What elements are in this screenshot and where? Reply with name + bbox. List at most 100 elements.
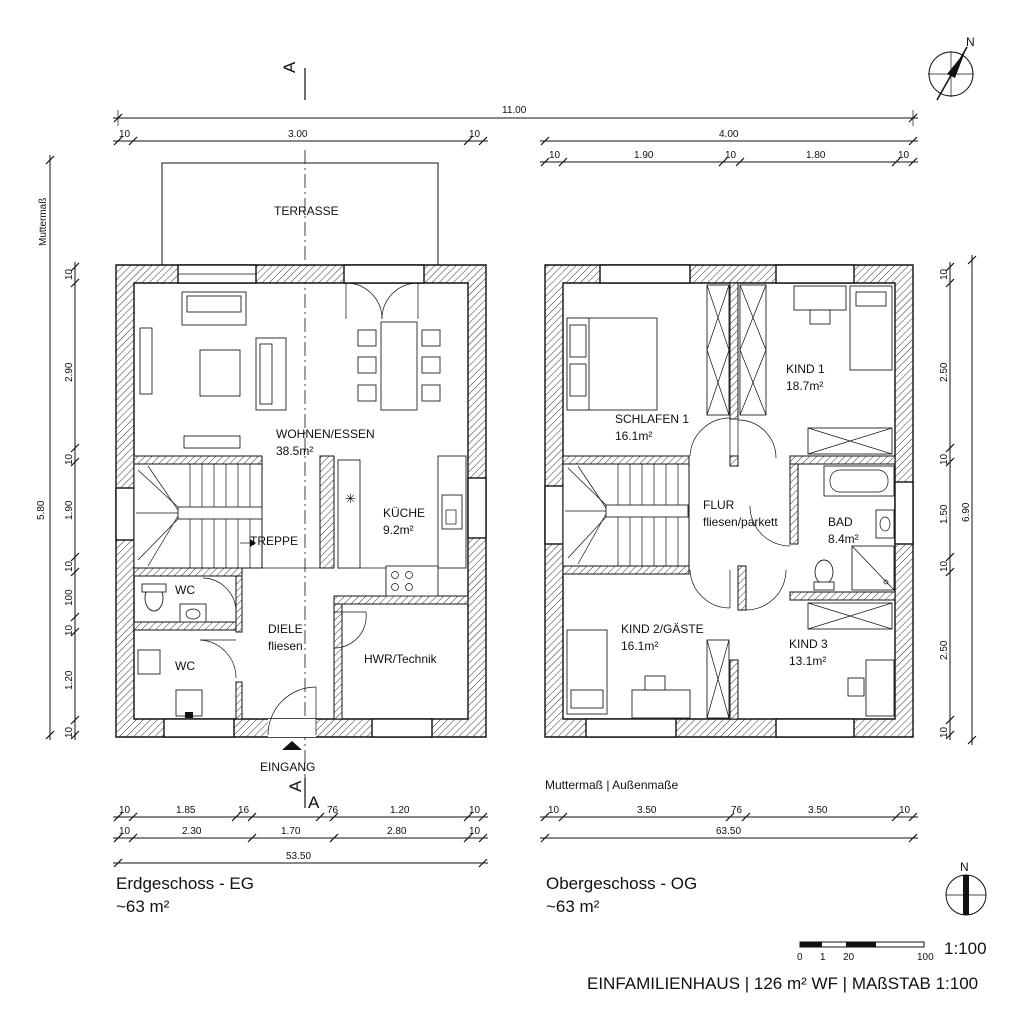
dim-og-right-2: 10 — [939, 453, 950, 465]
eg-left-dimensions: Muttermaß 5.80 10 2.90 10 1.90 10 100 10… — [36, 155, 80, 740]
north-arrow-bottom: N — [945, 860, 987, 916]
scale-tick-3: 100 — [917, 952, 934, 963]
dim-eg-bot2-3: 2.80 — [387, 826, 407, 837]
dim-eg-left-1: 2.90 — [64, 362, 75, 382]
og-room-schlafen-area: 16.1m² — [615, 429, 652, 443]
dim-og-top-total: 4.00 — [719, 129, 739, 140]
eg-room-wohnen-name: WOHNEN/ESSEN — [276, 427, 375, 441]
og-room-bad-area: 8.4m² — [828, 532, 859, 546]
eg-top-dimensions: 11.00 10 3.00 10 — [113, 105, 918, 146]
og-room-kind1-area: 18.7m² — [786, 379, 823, 393]
dim-eg-left-6: 10 — [64, 624, 75, 636]
dim-og-top-1: 1.90 — [634, 150, 654, 161]
og-right-dimensions: 10 2.50 10 1.50 10 2.50 10 6.90 — [939, 255, 977, 745]
north-arrow-top: N — [928, 35, 975, 101]
dim-og-bot1-1: 3.50 — [637, 805, 657, 816]
dim-eg-top-10b: 10 — [469, 129, 481, 140]
eg-room-wohnen-area: 38.5m² — [276, 444, 313, 458]
eg-room-kueche-area: 9.2m² — [383, 523, 414, 537]
entrance-label: EINGANG — [260, 760, 315, 774]
og-room-bad-name: BAD — [828, 515, 853, 529]
label-muttermass-legend: Muttermaß | Außenmaße — [545, 778, 678, 792]
eg-bottom-dimensions: 10 1.85 16 76 1.20 10 10 2.30 1.70 2.80 … — [113, 805, 488, 868]
label-muttermass-vertical: Muttermaß — [38, 198, 49, 246]
og-room-kind3-name: KIND 3 — [789, 637, 828, 651]
dim-eg-left-2: 10 — [64, 453, 75, 465]
og-title: Obergeschoss - OG — [546, 874, 697, 893]
dim-eg-bot2-0: 10 — [119, 826, 131, 837]
og-top-dimensions: 4.00 10 1.90 10 1.80 10 — [540, 129, 918, 167]
og-room-kind3-area: 13.1m² — [789, 654, 826, 668]
scale-tick-0: 0 — [797, 952, 803, 963]
north-letter-top: N — [966, 35, 975, 49]
dim-og-right-0: 10 — [939, 268, 950, 280]
svg-text:✳: ✳ — [345, 491, 356, 506]
dim-og-right-6: 10 — [939, 726, 950, 738]
dim-eg-left-3: 1.90 — [64, 500, 75, 520]
og-area: ~63 m² — [546, 897, 600, 916]
og-room-schlafen-name: SCHLAFEN 1 — [615, 412, 689, 426]
section-mark-top: A — [280, 61, 306, 100]
dim-eg-left-4: 10 — [64, 560, 75, 572]
scale-bar: 0 1 20 100 1:100 — [797, 939, 987, 963]
eg-room-treppe-name: TREPPE — [250, 534, 298, 548]
eg-room-diele-name: DIELE — [268, 622, 303, 636]
dim-eg-left-5: 100 — [64, 589, 75, 606]
dim-og-bot1-3: 3.50 — [808, 805, 828, 816]
og-room-kind2-area: 16.1m² — [621, 639, 658, 653]
dim-og-bot1-4: 10 — [899, 805, 911, 816]
og-floor-plan — [544, 264, 914, 738]
dim-eg-bot2-2: 1.70 — [281, 826, 301, 837]
section-mark-bottom: A A — [286, 778, 320, 812]
og-room-flur-name: FLUR — [703, 498, 735, 512]
dim-og-right-1: 2.50 — [939, 362, 950, 382]
dim-og-bot1-0: 10 — [548, 805, 560, 816]
og-room-kind1-name: KIND 1 — [786, 362, 825, 376]
og-stairs — [562, 463, 690, 567]
dim-eg-bot1-0: 10 — [119, 805, 131, 816]
dim-eg-top-10a: 10 — [119, 129, 131, 140]
scale-ratio: 1:100 — [944, 939, 987, 958]
section-letter-top: A — [280, 61, 299, 73]
footer-title: EINFAMILIENHAUS | 126 m² WF | MAßSTAB 1:… — [587, 974, 978, 993]
dim-og-right-5: 2.50 — [939, 640, 950, 660]
dim-eg-left-8: 10 — [64, 726, 75, 738]
north-letter-bottom: N — [960, 860, 969, 874]
dim-eg-left-0: 10 — [64, 268, 75, 280]
dim-eg-top-total: 11.00 — [502, 105, 527, 116]
terrace: TERRASSE — [161, 162, 439, 265]
dim-eg-left-total: 5.80 — [36, 500, 47, 520]
section-letter-bottom: A — [308, 793, 320, 812]
eg-room-diele-floor: fliesen — [268, 639, 303, 653]
dim-eg-bot2-4: 10 — [469, 826, 481, 837]
dim-og-top-4: 10 — [898, 150, 910, 161]
dim-og-right-3: 1.50 — [939, 504, 950, 524]
eg-room-kueche-name: KÜCHE — [383, 506, 425, 520]
eg-stairs — [133, 463, 263, 569]
section-letter-bottom-rotated: A — [286, 780, 305, 792]
og-bottom-dimensions: Muttermaß | Außenmaße 10 3.50 76 3.50 10… — [540, 778, 918, 843]
dim-og-bot1-2: 76 — [731, 805, 743, 816]
eg-title: Erdgeschoss - EG — [116, 874, 254, 893]
dim-eg-bot1-3: 76 — [327, 805, 339, 816]
dim-og-top-0: 10 — [549, 150, 561, 161]
dim-eg-top-mid: 3.00 — [288, 129, 308, 140]
dim-eg-bot1-5: 10 — [469, 805, 481, 816]
entrance-arrow-icon — [282, 741, 302, 750]
dim-og-top-2: 10 — [725, 150, 737, 161]
scale-tick-1: 1 — [820, 952, 826, 963]
terrace-label: TERRASSE — [274, 204, 339, 218]
dim-og-right-total: 6.90 — [961, 502, 972, 522]
dim-eg-left-7: 1.20 — [64, 670, 75, 690]
og-room-flur-floor: fliesen/parkett — [703, 515, 778, 529]
dim-eg-bot-total: 53.50 — [286, 851, 311, 862]
eg-area: ~63 m² — [116, 897, 170, 916]
dim-og-right-4: 10 — [939, 560, 950, 572]
eg-room-wc1-name: WC — [175, 583, 195, 597]
og-room-kind2-name: KIND 2/GÄSTE — [621, 622, 704, 636]
dim-eg-bot1-4: 1.20 — [390, 805, 410, 816]
eg-room-hwr-name: HWR/Technik — [364, 652, 438, 666]
dim-eg-bot1-2: 16 — [238, 805, 250, 816]
eg-floor-plan: ✳ — [115, 264, 487, 738]
dim-og-bot-total: 63.50 — [716, 826, 741, 837]
